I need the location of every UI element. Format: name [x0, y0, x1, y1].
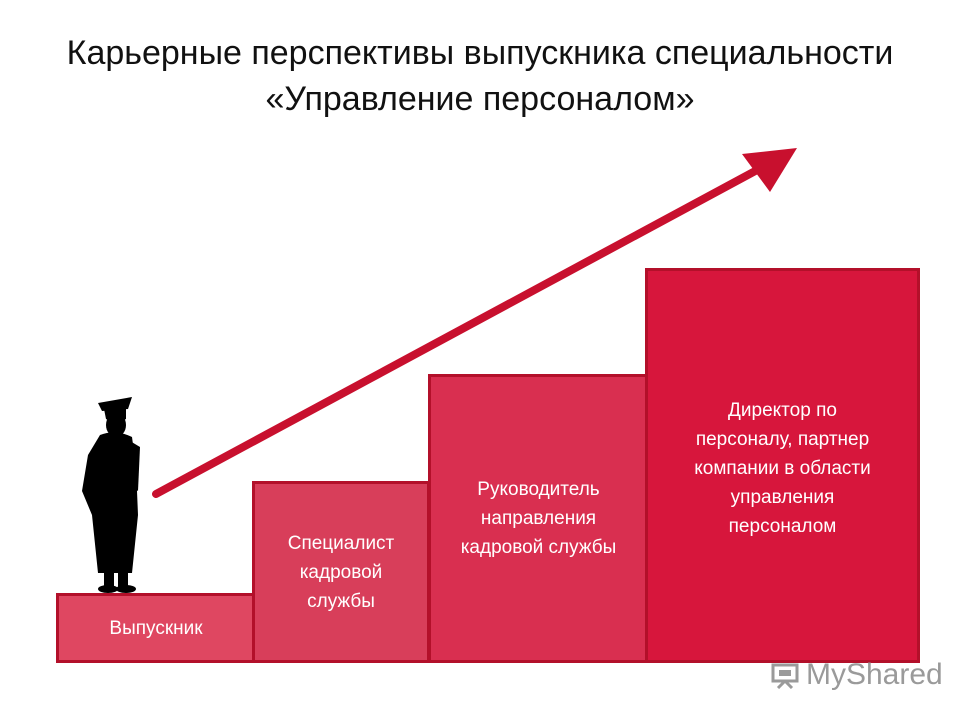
presentation-board-icon	[771, 663, 799, 689]
step-label: Выпускник	[109, 617, 203, 639]
step-label: Директор по персоналу, партнер компании …	[694, 400, 871, 537]
step-label: Руководитель направления кадровой службы	[460, 479, 617, 558]
step-graduate: Выпускник	[56, 593, 256, 663]
watermark: MyShared	[770, 658, 943, 692]
step-hr-department-head: Руководитель направления кадровой службы	[428, 374, 649, 663]
title-line-2: «Управление персоналом»	[265, 80, 695, 118]
watermark-text: MyShared	[806, 658, 943, 691]
step-hr-specialist: Специалист кадровой службы	[252, 481, 430, 663]
graduate-silhouette-icon	[70, 395, 150, 600]
step-label: Специалист кадровой службы	[287, 532, 395, 612]
title-line-1: Карьерные перспективы выпускника специал…	[66, 34, 894, 72]
step-hr-director: Директор по персоналу, партнер компании …	[645, 268, 920, 663]
page-title: Карьерные перспективы выпускника специал…	[0, 30, 960, 122]
